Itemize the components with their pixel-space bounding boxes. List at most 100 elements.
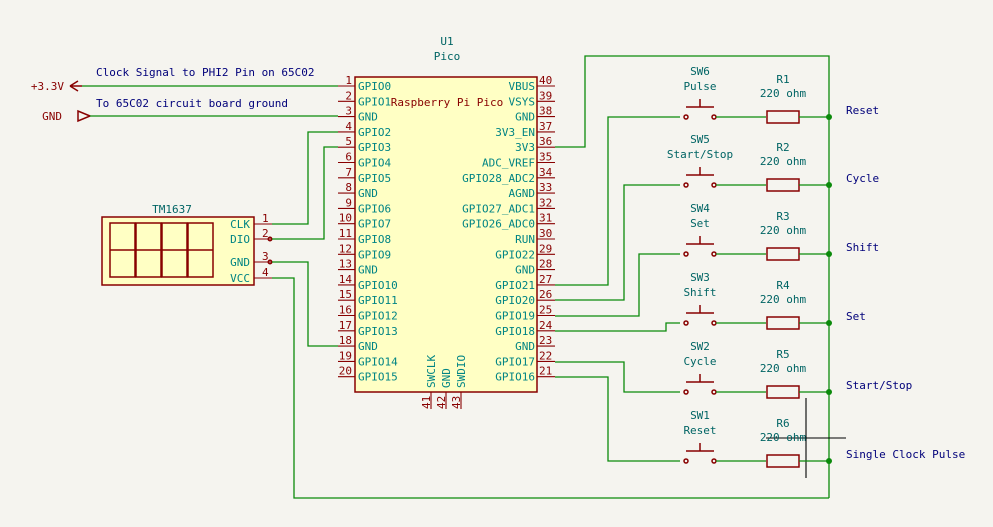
- u1-right-pins: 40VBUS39VSYS38GND373V3_EN363V335ADC_VREF…: [462, 74, 555, 384]
- switch-contact-icon: [711, 458, 717, 464]
- tm1637-pin-number: 2: [262, 227, 269, 240]
- u1-pin-number: 2: [345, 89, 352, 102]
- u1-pin-number: 24: [539, 319, 553, 332]
- net-label: Set: [846, 310, 866, 323]
- u1-pin-number: 8: [345, 181, 352, 194]
- switch-ref: SW4: [690, 202, 710, 215]
- u1-pin-number: 27: [539, 273, 552, 286]
- u1-value: Pico: [434, 50, 461, 63]
- switch-contact-icon: [683, 251, 689, 257]
- u1-pin-name: GPIO4: [358, 157, 391, 170]
- switch-contact-icon: [711, 114, 717, 120]
- junction-dot-icon: [826, 458, 832, 464]
- u1-ref: U1: [440, 35, 453, 48]
- u1-pin-number: 43: [450, 396, 463, 409]
- wire-gpio17-sw2: [555, 361, 680, 393]
- switch-contact-icon: [711, 182, 717, 188]
- resistor-icon: [766, 454, 800, 468]
- resistor-ref: R2: [776, 141, 789, 154]
- wire-gpio20-sw5: [555, 184, 680, 301]
- u1-pin-name: GPIO16: [495, 371, 535, 384]
- resistor-icon: [766, 385, 800, 399]
- u1-pin-name: AGND: [509, 187, 536, 200]
- u1-pin-number: 32: [539, 196, 552, 209]
- tm1637-ref: TM1637: [152, 203, 192, 216]
- u1-pin-name: GPIO8: [358, 233, 391, 246]
- resistor-value: 220 ohm: [760, 224, 807, 237]
- switch-value: Set: [690, 217, 710, 230]
- u1-pin-number: 12: [339, 242, 352, 255]
- junction-dot-icon: [826, 389, 832, 395]
- u1-pin-number: 14: [339, 273, 353, 286]
- tm1637-pin-name: DIO: [230, 233, 250, 246]
- u1-pin-name: GPIO3: [358, 141, 391, 154]
- u1-pin-name: GPIO7: [358, 218, 391, 231]
- resistor-icon: [766, 178, 800, 192]
- tm1637-pin-name: GND: [230, 256, 250, 269]
- tm1637-pin-name: CLK: [230, 218, 250, 231]
- u1-pin-number: 39: [539, 89, 552, 102]
- switch-contact-icon: [683, 458, 689, 464]
- u1-pin-name: GPIO13: [358, 325, 398, 338]
- tm1637-pin-number: 4: [262, 266, 269, 279]
- push-button-icon: [686, 99, 714, 108]
- resistor-ref: R4: [776, 279, 790, 292]
- u1-pin-number: 18: [339, 334, 352, 347]
- u1-pin-number: 31: [539, 212, 552, 225]
- push-button-icon: [686, 305, 714, 314]
- resistor-value: 220 ohm: [760, 293, 807, 306]
- u1-pin-number: 28: [539, 258, 552, 271]
- u1-pin-number: 11: [339, 227, 352, 240]
- tm1637-pin-number: 1: [262, 212, 269, 225]
- u1-pin-number: 23: [539, 334, 552, 347]
- u1-pin-number: 6: [345, 151, 352, 164]
- switch-value: Pulse: [683, 80, 716, 93]
- u1-pin-number: 5: [345, 135, 352, 148]
- u1-pin-number: 41: [420, 396, 433, 409]
- tm1637-body: [101, 216, 255, 286]
- clock-note: Clock Signal to PHI2 Pin on 65C02: [96, 66, 315, 79]
- junction-dot-icon: [826, 251, 832, 257]
- power-gnd-symbol[interactable]: GND: [42, 109, 92, 123]
- switch-value: Shift: [683, 286, 716, 299]
- u1-pin-number: 37: [539, 120, 552, 133]
- u1-pin-name: GPIO10: [358, 279, 398, 292]
- unconnected-pin-icon: [267, 236, 273, 242]
- resistor-icon: [766, 247, 800, 261]
- seven-segment-digits-icon: [109, 222, 214, 278]
- junction-dot-icon: [826, 114, 832, 120]
- power-3v3-symbol[interactable]: +3.3V: [31, 80, 82, 93]
- resistor-value: 220 ohm: [760, 362, 807, 375]
- wire-gpio18-sw3: [555, 322, 680, 332]
- unconnected-pin-icon: [267, 259, 273, 265]
- u1-pin-name: GPIO1: [358, 95, 391, 108]
- u1-pin-number: 16: [339, 304, 352, 317]
- net-label: Start/Stop: [846, 379, 912, 392]
- switch-contact-icon: [683, 182, 689, 188]
- u1-pin-number: 29: [539, 242, 552, 255]
- push-button-icon: [686, 236, 714, 245]
- u1-pin-name: GPIO11: [358, 294, 398, 307]
- ground-triangle-icon: [77, 109, 92, 123]
- u1-part-name: Raspberry Pi Pico: [391, 96, 504, 109]
- ground-note: To 65C02 circuit board ground: [96, 97, 288, 110]
- resistor-value: 220 ohm: [760, 431, 807, 444]
- u1-pin-number: 10: [339, 212, 352, 225]
- u1-pin-name: GPIO26_ADC0: [462, 218, 535, 231]
- switch-ref: SW2: [690, 340, 710, 353]
- u1-pin-name: GND: [358, 264, 378, 277]
- switch-contact-icon: [683, 320, 689, 326]
- junction-dot-icon: [826, 182, 832, 188]
- switch-contact-icon: [711, 389, 717, 395]
- push-button-icon: [686, 374, 714, 383]
